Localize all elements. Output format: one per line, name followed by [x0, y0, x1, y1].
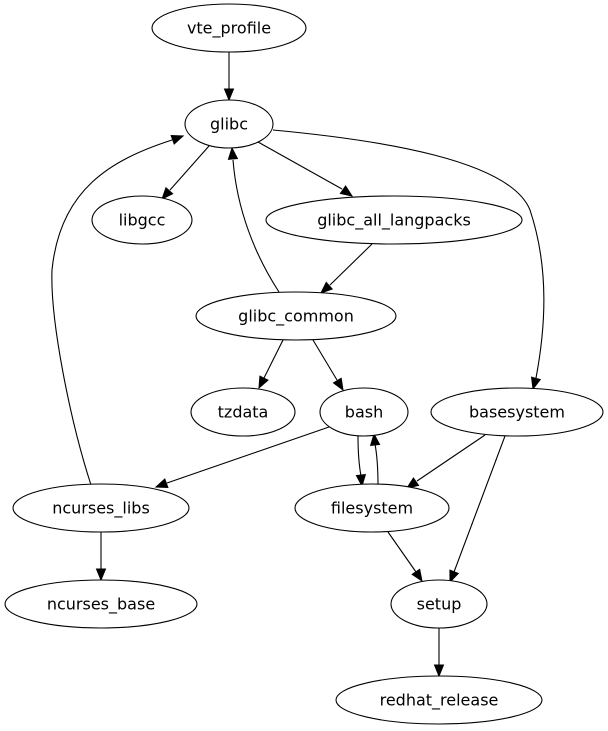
arrowhead-icon [154, 478, 169, 488]
edge-glibc-all-langpacks-to-glibc-common [320, 243, 373, 294]
node-ellipse [151, 3, 307, 53]
edge-line [272, 129, 545, 379]
edge-glibc-to-libgcc [161, 145, 210, 200]
node-label: tzdata [218, 403, 269, 422]
node-label: glibc_all_langpacks [317, 211, 471, 231]
node-label: filesystem [331, 499, 413, 518]
edge-glibc-common-to-tzdata [258, 339, 284, 390]
edge-bash-to-filesystem [355, 435, 367, 488]
node-label: ncurses_libs [52, 499, 150, 519]
edge-glibc-common-to-glibc [227, 146, 280, 293]
edge-line [166, 426, 330, 484]
edge-line [232, 159, 280, 293]
arrowhead-icon [223, 88, 235, 102]
node-glibc-common[interactable]: glibc_common [195, 291, 397, 341]
arrowhead-icon [369, 432, 381, 446]
node-ncurses-base[interactable]: ncurses_base [4, 579, 198, 629]
arrowhead-icon [258, 375, 269, 390]
edge-line [51, 139, 173, 486]
arrowhead-icon [405, 477, 420, 489]
edge-line [329, 243, 373, 286]
node-setup[interactable]: setup [390, 579, 488, 629]
node-ellipse [195, 291, 397, 341]
node-basesystem[interactable]: basesystem [430, 387, 604, 437]
arrowhead-icon [530, 376, 542, 391]
node-ncurses-libs[interactable]: ncurses_libs [12, 483, 190, 533]
arrowhead-icon [433, 664, 445, 678]
arrowhead-icon [95, 568, 107, 582]
node-ellipse [294, 483, 450, 533]
node-ellipse [4, 579, 198, 629]
node-redhat-release[interactable]: redhat_release [335, 675, 543, 725]
edge-vte-profile-to-glibc [223, 52, 235, 102]
edge-line [357, 435, 362, 477]
arrowhead-icon [227, 146, 239, 160]
node-label: basesystem [469, 403, 565, 422]
node-ellipse [12, 483, 190, 533]
node-label: setup [417, 595, 462, 614]
edge-line [387, 531, 417, 573]
arrowhead-icon [449, 569, 460, 584]
arrowhead-icon [355, 474, 367, 488]
node-ellipse [265, 195, 523, 245]
edge-line [169, 145, 210, 191]
edge-line [263, 339, 284, 379]
node-glibc-all-langpacks[interactable]: glibc_all_langpacks [265, 195, 523, 245]
edge-ncurses-libs-to-glibc [51, 135, 185, 486]
node-label: ncurses_base [47, 595, 155, 615]
edge-basesystem-to-setup [449, 435, 506, 584]
node-label: glibc_common [238, 307, 354, 327]
arrowhead-icon [411, 568, 423, 583]
edge-line [453, 435, 506, 573]
edge-ncurses-libs-to-ncurses-base [95, 532, 107, 582]
node-ellipse [430, 387, 604, 437]
edge-basesystem-to-filesystem [405, 434, 486, 489]
edge-setup-to-redhat-release [433, 628, 445, 678]
arrowhead-icon [320, 281, 334, 294]
node-libgcc[interactable]: libgcc [91, 195, 193, 245]
edge-line [257, 141, 343, 190]
edge-line [374, 443, 379, 486]
arrowhead-icon [170, 135, 185, 145]
node-label: libgcc [119, 211, 166, 230]
node-label: redhat_release [380, 691, 499, 711]
edge-filesystem-to-bash [369, 432, 381, 486]
edge-glibc-common-to-bash [312, 339, 344, 392]
arrowhead-icon [332, 377, 344, 392]
node-ellipse [184, 99, 274, 149]
node-ellipse [319, 387, 409, 437]
node-label: glibc [210, 115, 248, 134]
edges-layer [51, 52, 545, 678]
node-ellipse [390, 579, 488, 629]
arrowhead-icon [161, 186, 174, 200]
edge-filesystem-to-setup [387, 531, 423, 583]
arrowhead-icon [339, 185, 354, 197]
edge-glibc-to-glibc-all-langpacks [257, 141, 354, 197]
node-bash[interactable]: bash [319, 387, 409, 437]
node-label: vte_profile [187, 19, 271, 39]
node-ellipse [335, 675, 543, 725]
node-tzdata[interactable]: tzdata [190, 387, 296, 437]
edge-line [312, 339, 338, 381]
node-ellipse [91, 195, 193, 245]
edge-glibc-to-basesystem [272, 129, 545, 391]
edge-line [416, 434, 486, 482]
edge-bash-to-ncurses-libs [154, 426, 330, 488]
node-ellipse [190, 387, 296, 437]
node-vte-profile[interactable]: vte_profile [151, 3, 307, 53]
node-label: bash [345, 403, 383, 422]
node-glibc[interactable]: glibc [184, 99, 274, 149]
node-filesystem[interactable]: filesystem [294, 483, 450, 533]
